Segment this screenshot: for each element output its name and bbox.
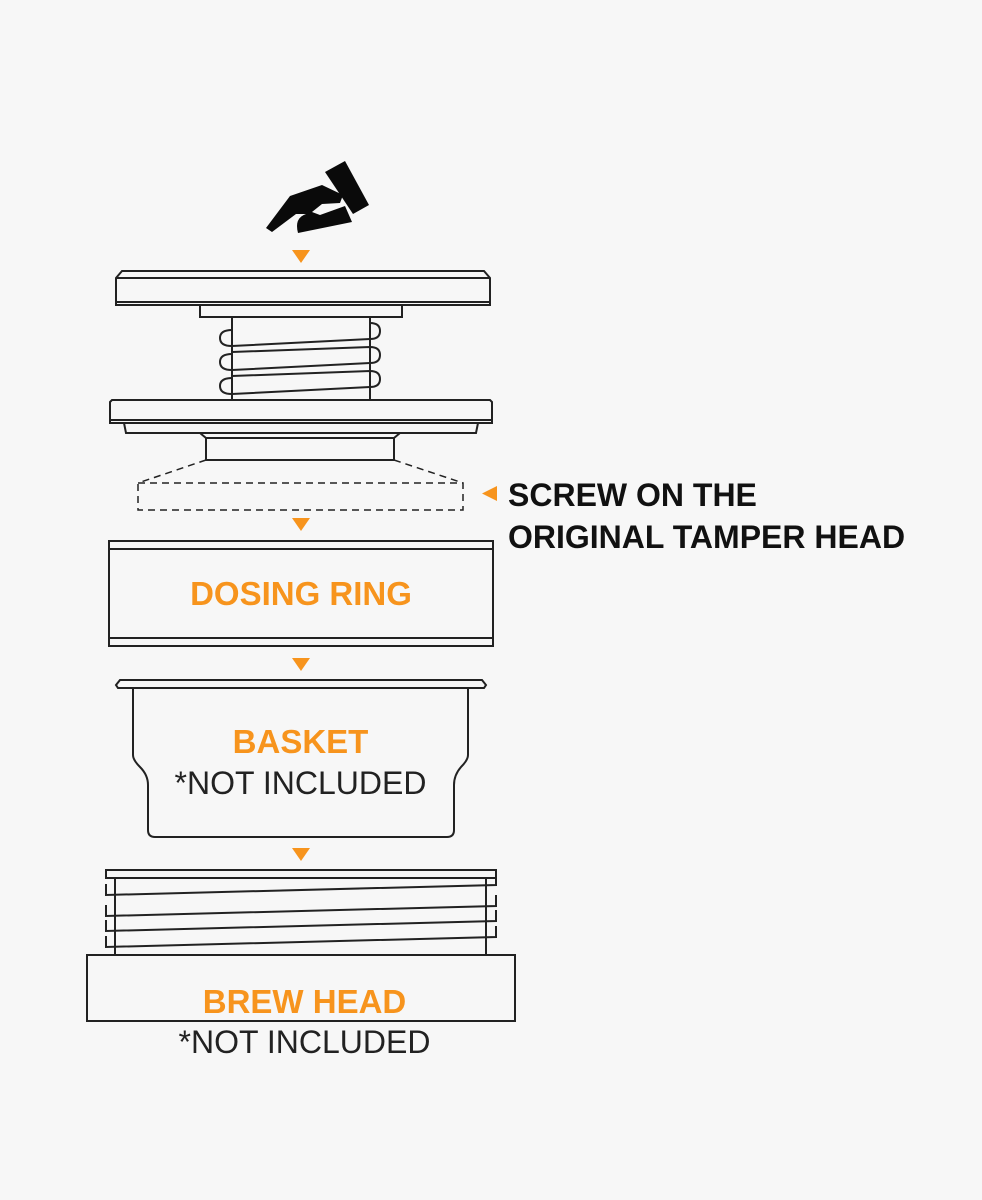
arrow-down-icon bbox=[292, 848, 310, 861]
hand-press-icon bbox=[266, 161, 369, 233]
arrow-down-icon bbox=[292, 250, 310, 263]
arrow-down-icon bbox=[292, 658, 310, 671]
tamper-spring bbox=[218, 317, 382, 400]
tamper-top-plate bbox=[115, 270, 491, 318]
basket-shape bbox=[114, 679, 488, 838]
brew-head-label: BREW HEAD bbox=[202, 983, 407, 1020]
callout-line-2: ORIGINAL TAMPER HEAD bbox=[508, 519, 906, 555]
tamper-base-plate bbox=[109, 399, 493, 461]
basket-label: BASKET bbox=[232, 723, 369, 760]
callout-line-1: SCREW ON THE bbox=[508, 477, 757, 513]
tamper-head-outline bbox=[137, 459, 464, 511]
arrow-down-icon bbox=[292, 518, 310, 531]
callout-text: SCREW ON THE ORIGINAL TAMPER HEAD bbox=[508, 474, 905, 558]
brew-head-note: *NOT INCLUDED bbox=[178, 1024, 431, 1060]
brew-head-threads bbox=[86, 869, 516, 1022]
arrow-left-icon bbox=[482, 486, 497, 501]
basket-note: *NOT INCLUDED bbox=[174, 765, 427, 801]
dosing-ring-shape bbox=[108, 540, 494, 647]
dosing-ring-label: DOSING RING bbox=[190, 575, 412, 612]
